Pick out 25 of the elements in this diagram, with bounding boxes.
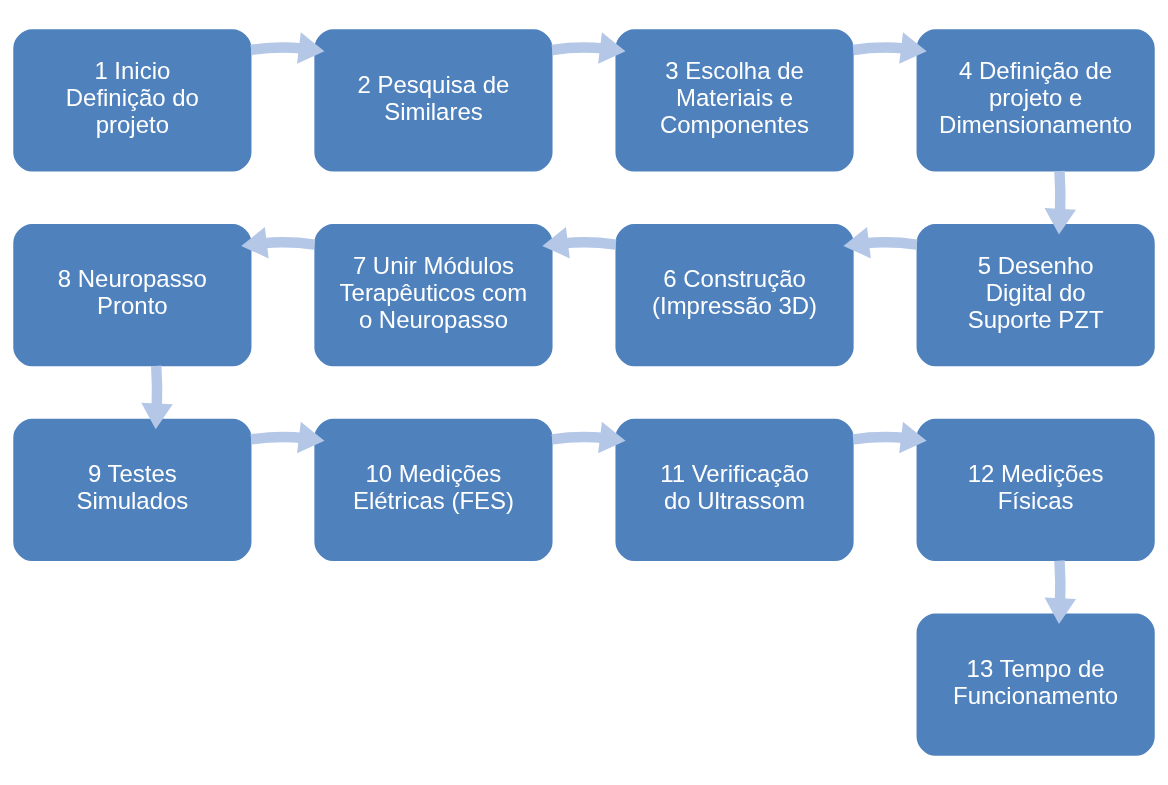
- arrow: [241, 227, 316, 259]
- arrow: [843, 227, 918, 259]
- arrow: [1044, 170, 1077, 235]
- node-box: 3 Escolha de Materiais e Componentes: [615, 29, 854, 172]
- node-box: 10 Medições Elétricas (FES): [314, 418, 553, 561]
- node-box: 13 Tempo de Funcionamento: [916, 613, 1155, 756]
- node-box: 11 Verificação do Ultrassom: [615, 418, 854, 561]
- node-box: 12 Medições Físicas: [916, 418, 1155, 561]
- node-box: 2 Pesquisa de Similares: [314, 29, 553, 172]
- node-box: 1 Inicio Definição do projeto: [13, 29, 252, 172]
- node-box: 8 Neuropasso Pronto: [13, 224, 252, 367]
- arrow: [852, 421, 927, 454]
- arrow: [551, 32, 626, 64]
- arrow: [542, 227, 617, 259]
- arrow: [1044, 560, 1077, 624]
- arrow: [141, 365, 173, 430]
- arrow: [852, 32, 927, 64]
- node-box: 6 Construção (Impressão 3D): [615, 224, 854, 367]
- node-box: 9 Testes Simulados: [13, 418, 252, 561]
- node-box: 4 Definição de projeto e Dimensionamento: [916, 29, 1155, 172]
- node-box: 5 Desenho Digital do Suporte PZT: [916, 224, 1155, 367]
- node-box: 7 Unir Módulos Terapêuticos com o Neuropasso: [314, 224, 553, 367]
- arrow: [551, 421, 626, 454]
- arrow: [250, 421, 325, 454]
- arrow: [250, 32, 325, 64]
